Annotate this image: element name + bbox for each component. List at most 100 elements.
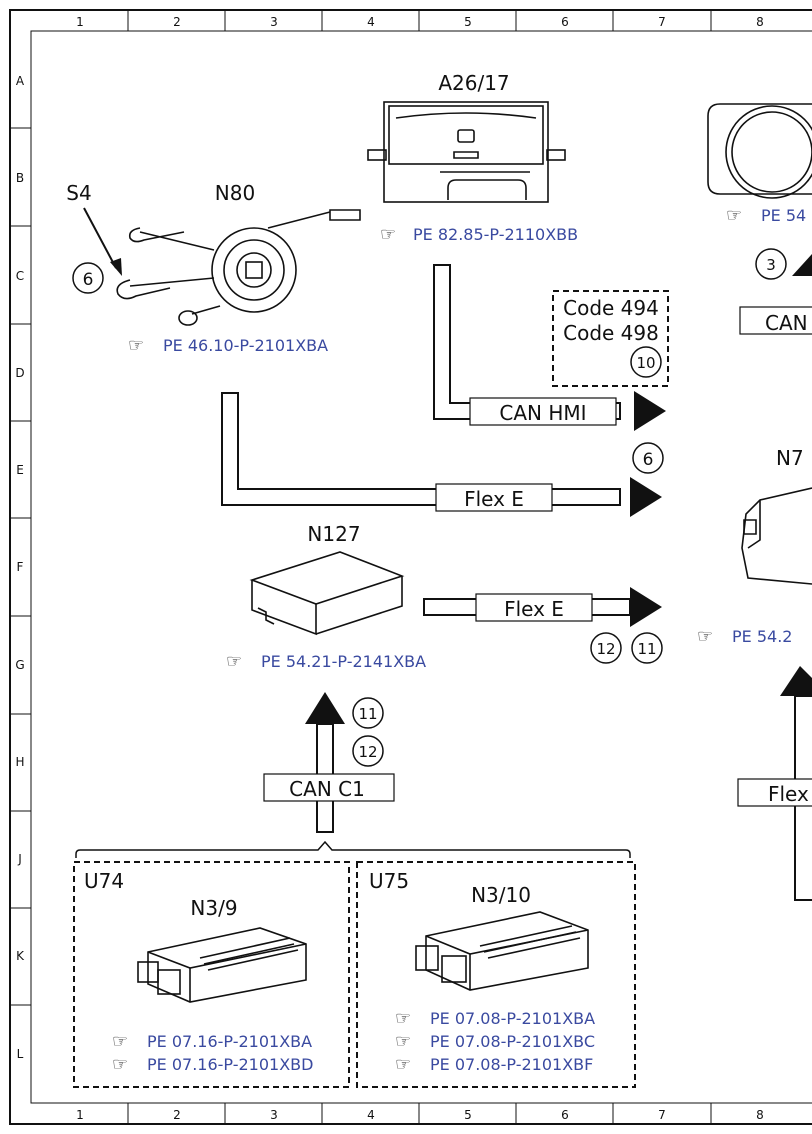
code-note-circle [630, 346, 662, 378]
grid-rows-left [10, 127, 31, 1006]
flex-e-1-label-box [435, 483, 553, 512]
col-label-1-bottom: 1 [76, 1108, 84, 1122]
row-label-G: G [15, 658, 24, 672]
col-label-6-bottom: 6 [561, 1108, 569, 1122]
inner-frame [30, 30, 812, 1104]
right-up-arrowhead-bottom [780, 666, 812, 696]
n127-ref-link[interactable]: PE 54.21-P-2141XBA [261, 652, 426, 671]
u74-label: U74 [84, 869, 124, 893]
n7-ref-icon: ☞ [697, 626, 713, 647]
can-partial-label-box [739, 306, 812, 335]
row-label-F: F [17, 560, 24, 574]
can-c1-label: CAN C1 [289, 777, 365, 801]
n3-10-label: N3/10 [471, 883, 531, 907]
col-label-4: 4 [367, 15, 375, 29]
code-note-number: 10 [636, 354, 655, 372]
col-label-1: 1 [76, 15, 84, 29]
s4-note-circle [72, 262, 104, 294]
u75-ref3-link[interactable]: PE 07.08-P-2101XBF [430, 1055, 593, 1074]
can-c1-note-circle-a [352, 697, 384, 729]
s4-label: S4 [66, 181, 91, 205]
col-label-5-bottom: 5 [464, 1108, 472, 1122]
top-right-unit-drawing [707, 103, 812, 199]
n80-label: N80 [215, 181, 255, 205]
flex-e-2-label-box [475, 593, 593, 622]
row-label-L: L [17, 1047, 24, 1061]
n127-ref-icon: ☞ [226, 651, 242, 672]
col-label-3-bottom: 3 [270, 1108, 278, 1122]
n3-10-ecu-drawing [415, 911, 589, 991]
n127-note-b: 11 [637, 640, 656, 658]
right-up-arrowhead-top [792, 254, 812, 276]
a26-17-label: A26/17 [438, 71, 509, 95]
top-right-ref-link[interactable]: PE 54 [761, 206, 806, 225]
n7-ref-link[interactable]: PE 54.2 [732, 627, 792, 646]
col-label-5: 5 [464, 15, 472, 29]
n3-9-label: N3/9 [190, 896, 237, 920]
n127-note-circle-a [590, 632, 622, 664]
flex-partial-label-box [737, 778, 812, 807]
u74-ref2-link[interactable]: PE 07.16-P-2101XBD [147, 1055, 313, 1074]
s4-pointer-arrowhead [110, 258, 122, 276]
code-498-text: Code 498 [563, 321, 659, 345]
u74-ref1-link[interactable]: PE 07.16-P-2101XBA [147, 1032, 312, 1051]
u75-ref3-icon: ☞ [395, 1054, 411, 1075]
n80-ref-icon: ☞ [128, 335, 144, 356]
flex-e-2-arrowhead [630, 587, 662, 627]
can-c1-note-b: 12 [358, 743, 377, 761]
flex-note-number: 6 [643, 450, 654, 470]
can-hmi-label-box [469, 397, 617, 426]
n3-9-ecu-drawing [137, 927, 307, 1003]
u75-ref1-link[interactable]: PE 07.08-P-2101XBA [430, 1009, 595, 1028]
u75-box [356, 861, 636, 1088]
flex-e-1-arrowhead [630, 477, 662, 517]
group-bracket [75, 840, 631, 858]
n127-label: N127 [307, 522, 360, 546]
row-label-C: C [16, 269, 24, 283]
right-note-circle [755, 248, 787, 280]
n80-ref-link[interactable]: PE 46.10-P-2101XBA [163, 336, 328, 355]
row-label-B: B [16, 171, 24, 185]
col-label-7: 7 [658, 15, 666, 29]
row-label-J: J [17, 852, 22, 866]
u75-label: U75 [369, 869, 409, 893]
flex-e-2-label: Flex E [504, 597, 564, 621]
u75-ref2-icon: ☞ [395, 1031, 411, 1052]
col-label-8: 8 [756, 15, 764, 29]
row-label-K: K [16, 949, 25, 963]
can-hmi-label: CAN HMI [499, 401, 586, 425]
flex-note-circle [632, 442, 664, 474]
n80-switch-drawing [116, 209, 361, 326]
u74-ref2-icon: ☞ [112, 1054, 128, 1075]
flex-e-wire-1 [221, 392, 621, 506]
grid-columns-top [127, 10, 712, 1124]
flex-partial-label: Flex [768, 782, 809, 806]
can-hmi-arrowhead [634, 391, 666, 431]
col-label-3: 3 [270, 15, 278, 29]
n127-box-drawing [249, 551, 405, 636]
a26-17-unit-drawing [367, 101, 566, 203]
u75-ref2-link[interactable]: PE 07.08-P-2101XBC [430, 1032, 595, 1051]
n127-note-a: 12 [596, 640, 615, 658]
can-partial-label: CAN [765, 311, 808, 335]
n127-note-circle-b [631, 632, 663, 664]
s4-pointer-line [83, 207, 117, 269]
u75-ref1-icon: ☞ [395, 1008, 411, 1029]
n7-unit-drawing [741, 487, 812, 585]
can-c1-note-circle-b [352, 735, 384, 767]
row-label-A: A [16, 74, 25, 88]
outer-frame [9, 9, 812, 1125]
top-right-ref-icon: ☞ [726, 205, 742, 226]
row-label-E: E [16, 463, 24, 477]
can-c1-note-a: 11 [358, 705, 377, 723]
n7-partial-label: N7 [776, 446, 804, 470]
can-c1-label-box [263, 773, 395, 802]
col-label-2: 2 [173, 15, 181, 29]
col-label-6: 6 [561, 15, 569, 29]
code-494-text: Code 494 [563, 296, 659, 320]
col-label-2-bottom: 2 [173, 1108, 181, 1122]
a26-17-ref-link[interactable]: PE 82.85-P-2110XBB [413, 225, 578, 244]
col-label-4-bottom: 4 [367, 1108, 375, 1122]
flex-e-1-label: Flex E [464, 487, 524, 511]
s4-note-number: 6 [83, 270, 94, 290]
